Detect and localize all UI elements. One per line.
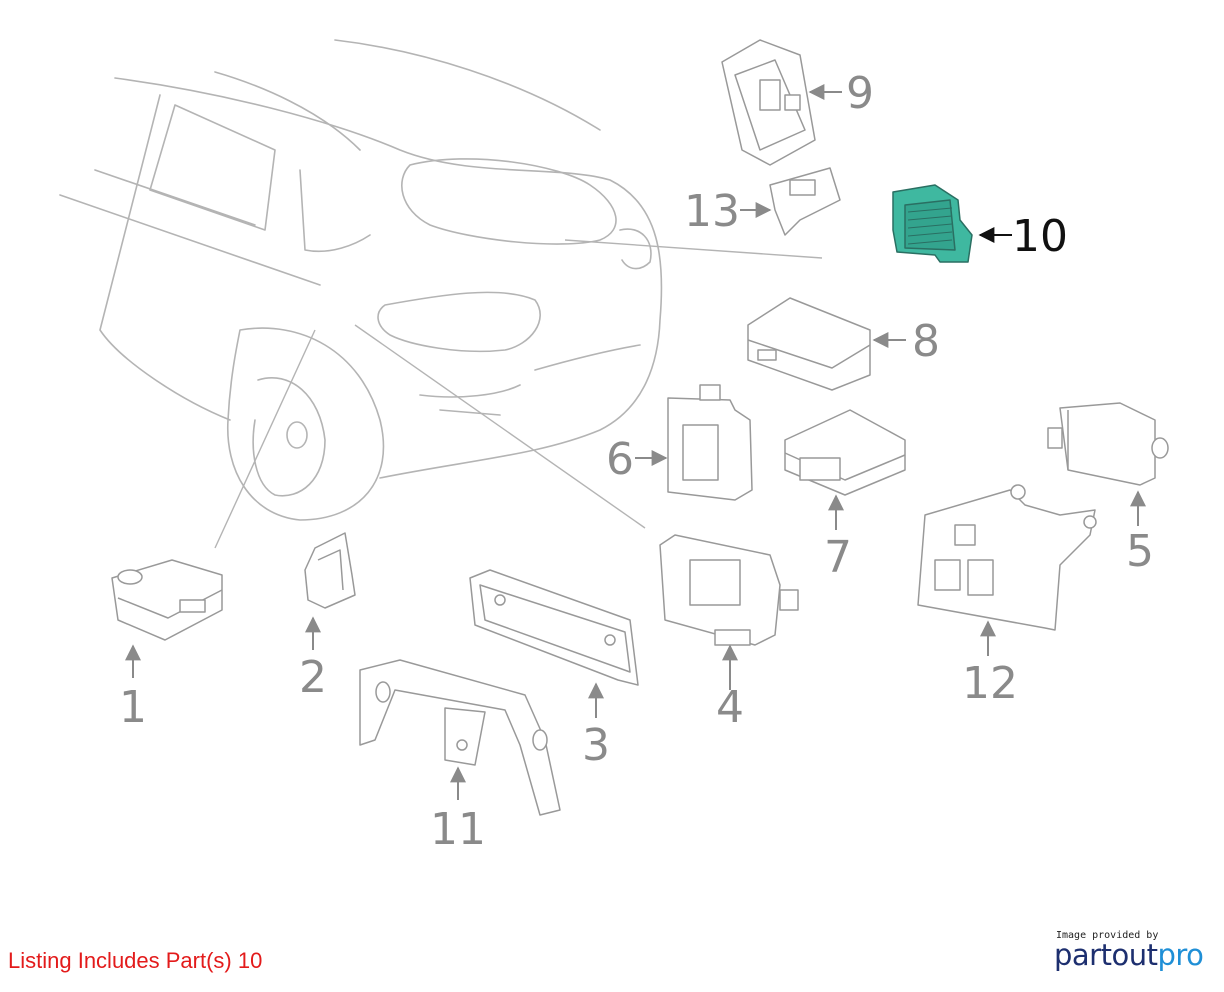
leader-lines	[214, 239, 823, 549]
part-1-sensor	[111, 559, 223, 641]
part-9-fuse-box	[721, 39, 816, 166]
callout-2: 2	[299, 652, 327, 703]
part-4-control-unit	[659, 534, 799, 646]
callout-6: 6	[606, 434, 634, 485]
part-10-highlighted-module	[892, 184, 973, 263]
callout-11: 11	[430, 804, 486, 855]
callout-arrows	[125, 84, 1146, 800]
logo-text-pro: pro	[1157, 938, 1204, 972]
callout-12: 12	[962, 658, 1018, 709]
callout-3: 3	[582, 720, 610, 771]
callout-1: 1	[119, 682, 147, 733]
listing-includes-text: Listing Includes Part(s) 10	[8, 948, 263, 973]
part-3-module-plate	[469, 569, 639, 686]
callout-9: 9	[846, 68, 874, 119]
vehicle-outline	[59, 39, 663, 521]
callout-4: 4	[716, 682, 744, 733]
part-11-support-bracket	[359, 659, 561, 816]
logo-text-partout: partout	[1054, 938, 1158, 972]
part-8-module	[747, 297, 871, 391]
part-5-module	[1047, 402, 1169, 486]
partoutpro-logo: partoutpro	[1054, 938, 1204, 972]
part-6-control-unit	[667, 384, 753, 501]
callout-8: 8	[912, 316, 940, 367]
image-credit-caption: Image provided by	[1056, 930, 1159, 941]
part-12-bracket-module	[917, 484, 1097, 631]
part-7-module	[784, 409, 906, 496]
part-2-bracket	[304, 532, 356, 609]
callout-13: 13	[684, 186, 740, 237]
callout-5: 5	[1126, 526, 1154, 577]
callout-7: 7	[824, 532, 852, 583]
callout-10: 10	[1012, 211, 1068, 262]
part-13-relay-bracket	[769, 167, 841, 236]
